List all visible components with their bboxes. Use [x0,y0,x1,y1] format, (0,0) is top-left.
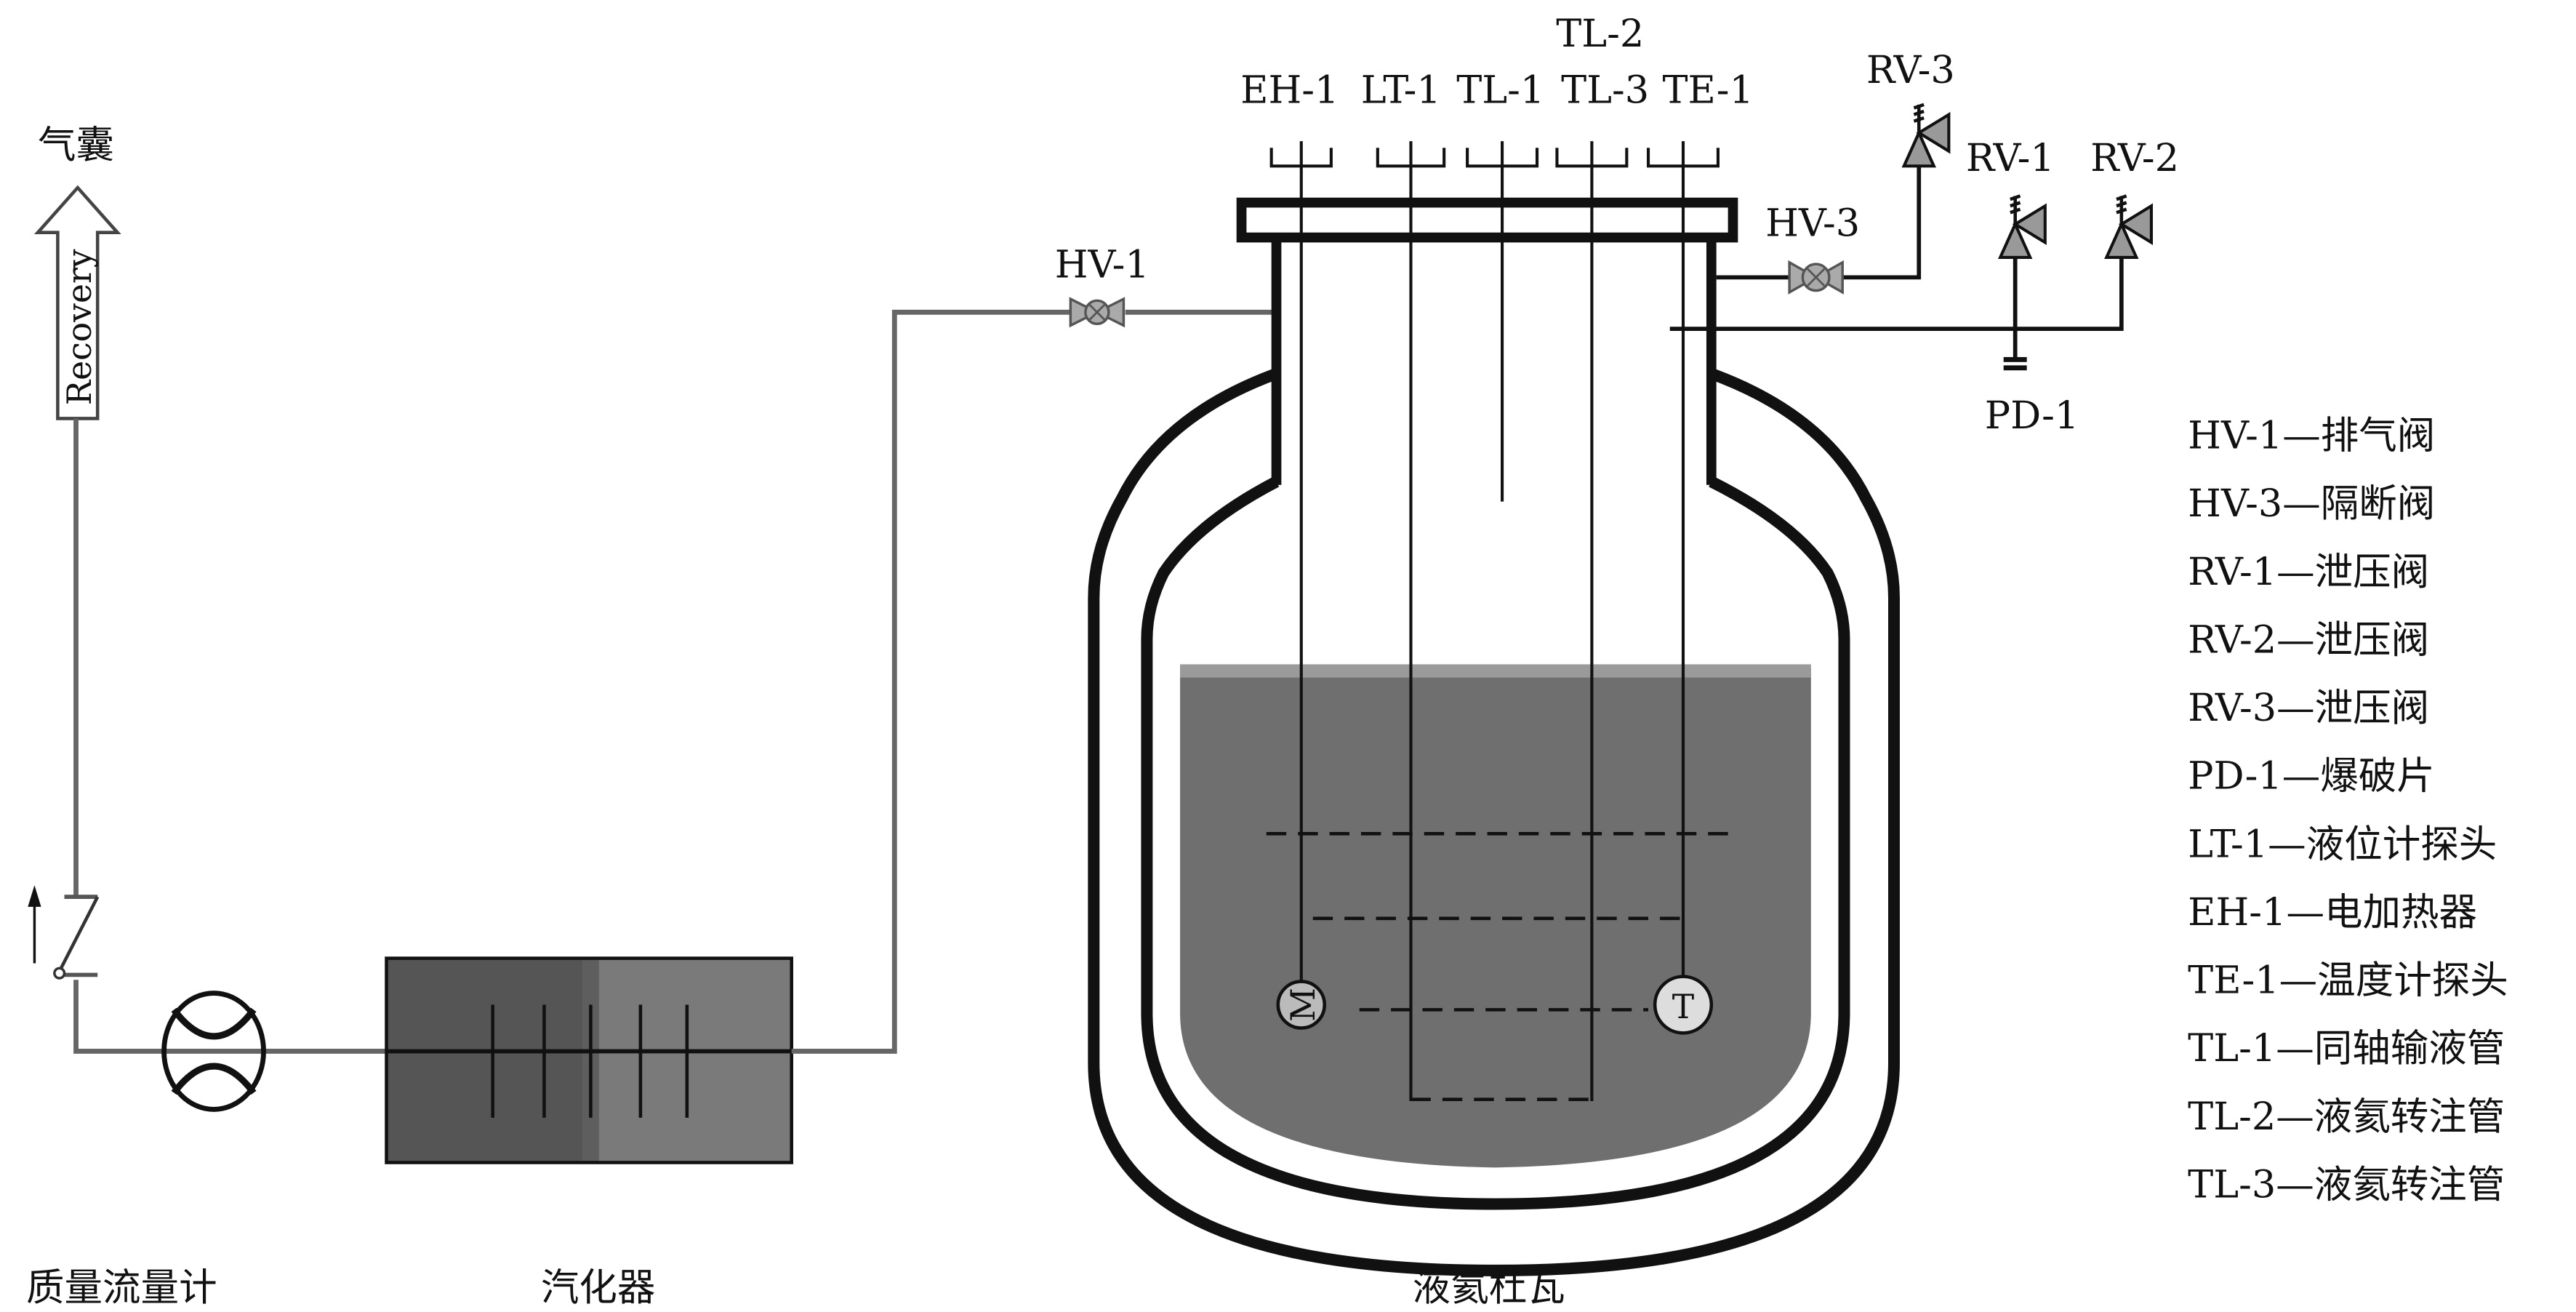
liquid-helium [1180,667,1811,1168]
legend-item: RV-1—泄压阀 [2188,550,2429,594]
level-dashes [1266,832,1728,1101]
legend-item: LT-1—液位计探头 [2188,822,2497,866]
rv-3-valve-icon [1901,103,1951,168]
mass-flow-meter [161,991,266,1112]
legend-item: TL-1—同轴输液管 [2188,1026,2505,1071]
legend-item: HV-1—排气阀 [2188,414,2435,458]
check-valve [53,895,100,980]
rv-3-label: RV-3 [1866,48,1955,92]
recovery-label: Recovery [60,249,99,405]
hv-1-valve-icon [1069,297,1126,328]
probe-flanges [1269,148,1720,168]
return-pipe [73,418,387,1054]
recovery-arrow: Recovery [33,185,121,420]
flow-direction-arrow-icon [28,885,41,964]
legend-item: TE-1—温度计探头 [2188,959,2508,1003]
legend: HV-1—排气阀 HV-3—隔断阀 RV-1—泄压阀 RV-2—泄压阀 RV-3… [2188,414,2508,1207]
motor-symbol: M [1284,988,1323,1022]
rv-1-valve-icon [1997,194,2047,260]
temperature-sensor-icon: T [1653,975,1714,1035]
rv-2-label: RV-2 [2090,136,2179,180]
rv-2-valve-icon [2104,194,2153,260]
legend-item: HV-3—隔断阀 [2188,481,2435,526]
dewar-outer-shell [1088,368,1900,1276]
rv-1-label: RV-1 [1966,136,2055,180]
mass-flow-meter-label: 质量流量计 [26,1265,217,1310]
dewar-label: 液氦杜瓦 [1413,1265,1565,1310]
vaporizer [385,956,794,1164]
legend-item: RV-2—泄压阀 [2188,617,2429,662]
heater-motor-icon: M [1276,980,1327,1030]
hv-3-valve-icon [1788,260,1844,295]
legend-item: EH-1—电加热器 [2188,890,2477,935]
isolation-pipe [1716,166,1922,280]
pd-1-label: PD-1 [1985,393,2079,438]
airbag-label: 气囊 [38,123,114,167]
legend-item: RV-3—泄压阀 [2188,686,2429,730]
tl-2-label: TL-2 [1556,12,1644,56]
tl-3-label: TL-3 [1561,68,1649,113]
pd-1-burst-disc-icon [2003,356,2027,371]
dewar-inner-vessel [1141,476,1850,1210]
liquid-surface [1180,664,1811,678]
vaporizer-label: 汽化器 [541,1265,656,1310]
tl-1-label: TL-1 [1456,68,1544,113]
vent-pipe [791,309,1277,1054]
dewar-lid [1236,197,1738,243]
lt-1-label: LT-1 [1361,68,1441,113]
te-1-label: TE-1 [1662,68,1754,113]
probes [1299,141,1685,1101]
temp-symbol: T [1672,988,1694,1026]
legend-item: PD-1—爆破片 [2188,754,2435,799]
legend-item: TL-3—液氦转注管 [2188,1162,2505,1207]
relief-pipe [1669,257,2124,359]
eh-1-label: EH-1 [1240,68,1339,113]
hv-3-label: HV-3 [1765,201,1860,245]
hv-1-label: HV-1 [1055,242,1149,287]
legend-item: TL-2—液氦转注管 [2188,1095,2505,1139]
